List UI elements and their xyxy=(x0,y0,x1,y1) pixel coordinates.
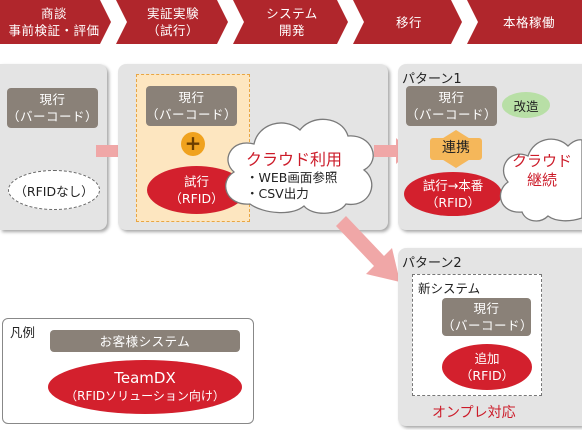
step-5: 本格稼働 xyxy=(476,0,582,44)
renkei-label: 連携 xyxy=(442,140,470,156)
step-3: システム 開発 xyxy=(240,0,344,44)
cloud-item-csv: ・CSV出力 xyxy=(246,186,309,201)
pattern2-current-system: 現行 （バーコード） xyxy=(442,298,534,336)
step-chevron-1 xyxy=(0,0,111,44)
arrow-stage2-to-pattern2 xyxy=(336,216,400,282)
legend-teamdx: TeamDX （RFIDソリューション向け） xyxy=(48,360,242,414)
cloud-usage-items: ・WEB画面参照 ・CSV出力 xyxy=(246,170,337,202)
step-2: 実証実験 （試行） xyxy=(122,0,224,44)
step-4-line1: 移行 xyxy=(395,14,422,30)
step-2-line2: （試行） xyxy=(146,23,199,38)
pattern2-add-line2: （RFID） xyxy=(459,368,515,383)
stage1-current-line2: （バーコード） xyxy=(7,109,99,124)
process-bar: 商談 事前検証・評価 実証実験 （試行） システム 開発 移行 本格稼働 xyxy=(0,0,582,44)
step-1-line2: 事前検証・評価 xyxy=(8,23,100,38)
step-chevron-4 xyxy=(353,0,462,44)
step-2-line1: 実証実験 xyxy=(146,6,199,21)
pattern1-current-line1: 現行 xyxy=(438,90,465,105)
pattern2-current-line1: 現行 xyxy=(473,301,500,316)
step-chevron-3 xyxy=(233,0,348,44)
step-1-line1: 商談 xyxy=(40,6,67,21)
kaizou-label: 改造 xyxy=(513,98,539,114)
stage2-trial-line1: 試行 xyxy=(183,174,209,189)
stage2-current-line1: 現行 xyxy=(178,90,205,105)
cloud-continue-line1: クラウド xyxy=(511,152,572,170)
cloud-item-web: ・WEB画面参照 xyxy=(246,170,338,185)
legend-teamdx-sub: （RFIDソリューション向け） xyxy=(65,389,225,403)
legend-teamdx-label: TeamDX xyxy=(114,369,176,387)
pattern1-current-line2: （バーコード） xyxy=(406,107,498,122)
stage1-rfid-none-label: （RFIDなし） xyxy=(14,183,94,199)
pattern1-trial-rfid: 試行→本番 （RFID） xyxy=(404,172,502,216)
step-5-line1: 本格稼働 xyxy=(502,14,555,30)
stage2-current-system: 現行 （バーコード） xyxy=(146,86,237,126)
pattern2-add-line1: 追加 xyxy=(474,351,500,366)
pattern1-trial-line1: 試行→本番 xyxy=(422,178,484,193)
onpre-label: オンプレ対応 xyxy=(432,405,516,421)
renkei-double-arrow xyxy=(430,130,482,168)
stage1-current-system: 現行 （バーコード） xyxy=(7,88,98,128)
cloud-icon xyxy=(225,118,374,214)
stage2-current-line2: （バーコード） xyxy=(146,107,238,122)
step-4: 移行 xyxy=(360,0,458,44)
step-chevron-5 xyxy=(467,0,582,44)
new-system-label: 新システム xyxy=(418,281,481,296)
cloud-continue-line2: 継続 xyxy=(526,171,557,189)
cloud-usage-title: クラウド利用 xyxy=(246,150,343,169)
process-chevrons xyxy=(0,0,582,44)
plus-icon: + xyxy=(181,132,205,156)
step-3-line2: 開発 xyxy=(278,23,305,38)
step-3-line1: システム xyxy=(266,6,318,21)
pattern2-title: パターン2 xyxy=(402,256,462,271)
pattern1-trial-line2: （RFID） xyxy=(425,195,481,210)
cloud-continue-label: クラウド 継続 xyxy=(504,152,580,190)
step-1: 商談 事前検証・評価 xyxy=(0,0,108,44)
legend-title: 凡例 xyxy=(10,325,36,340)
pattern1-current-system: 現行 （バーコード） xyxy=(406,86,497,126)
plus-label: + xyxy=(184,131,202,155)
step-chevron-2 xyxy=(116,0,228,44)
kaizou-badge: 改造 xyxy=(502,92,550,118)
legend-customer-system-label: お客様システム xyxy=(99,333,191,349)
stage1-current-line1: 現行 xyxy=(39,92,66,107)
stage1-rfid-none: （RFIDなし） xyxy=(8,170,100,210)
pattern1-title: パターン1 xyxy=(402,72,462,87)
pattern2-add-rfid: 追加 （RFID） xyxy=(442,344,532,390)
cloud-continue-icon xyxy=(499,138,582,222)
pattern2-current-line2: （バーコード） xyxy=(442,318,534,333)
legend-customer-system: お客様システム xyxy=(50,330,240,352)
stage2-trial-line2: （RFID） xyxy=(169,191,224,206)
